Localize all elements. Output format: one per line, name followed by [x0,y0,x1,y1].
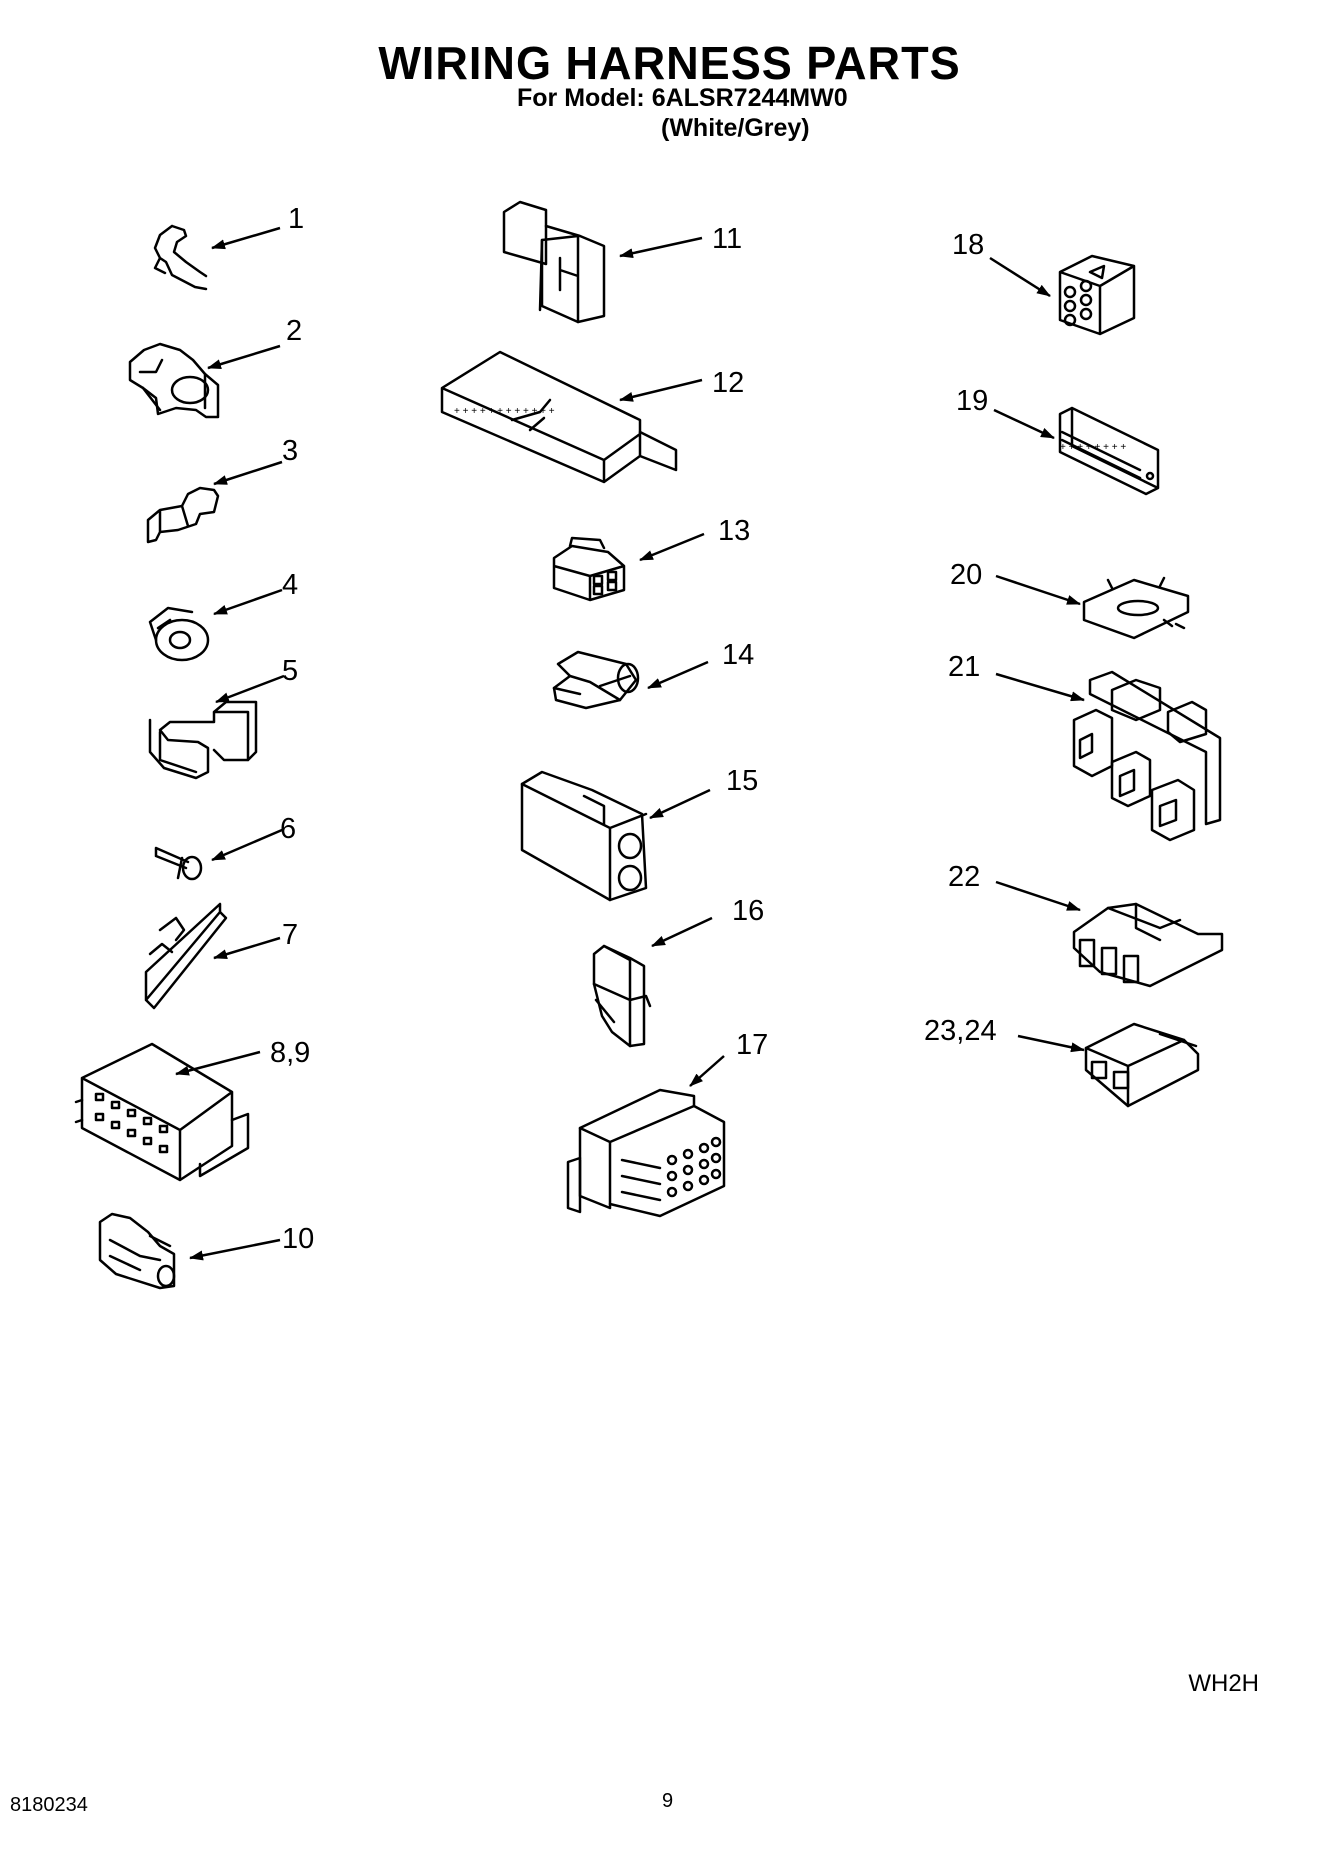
part-21: 21 [948,651,1222,842]
callout-arrow-4 [213,588,283,616]
callout-arrow-6 [211,828,283,862]
push-rivet-icon [154,846,203,881]
callout-arrow-23-24 [1017,1034,1085,1053]
callout-arrow-7 [213,936,281,960]
callout-label-18: 18 [952,229,984,261]
three-way-receptacle-icon [1072,902,1224,988]
triple-socket-icon [1072,670,1222,842]
part-23-24: 23,24 [924,1015,1200,1108]
color-line: (White/Grey) [661,114,810,142]
part-6: 6 [154,813,296,881]
callout-arrow-13 [639,532,705,562]
plug-housing-icon [502,200,606,324]
clip-icon [153,224,208,291]
part-18: 18 [952,229,1136,336]
small-connector-icon [552,536,626,602]
callout-arrow-15 [649,788,711,820]
diagram-code: WH2H [1188,1670,1259,1697]
callout-arrow-8-9 [175,1050,261,1076]
callout-label-22: 22 [948,861,980,893]
cable-clamp-icon [148,700,258,780]
part-13: 13 [552,515,750,602]
part-15: 15 [520,765,758,902]
callout-label-12: 12 [712,367,744,399]
document-number: 8180234 [10,1794,88,1816]
part-22: 22 [948,861,1224,988]
part-2: 2 [128,315,302,419]
page-number: 9 [662,1790,674,1812]
part-17: 17 [566,1029,768,1218]
six-pin-connector-icon [1058,254,1136,336]
callout-label-15: 15 [726,765,758,797]
callout-label-16: 16 [732,895,764,927]
part-3: 3 [146,435,298,544]
callout-arrow-17 [689,1055,725,1087]
cable-bushing-icon [148,606,210,662]
callout-arrow-19 [993,408,1055,440]
part-7: 7 [144,902,298,1010]
callout-arrow-2 [207,344,281,370]
callout-arrow-11 [619,236,703,259]
callout-arrow-22 [995,880,1081,912]
part-12: + + + + + + + + + + + + 12 [440,350,744,484]
part-11: 11 [502,200,742,324]
callout-arrow-12 [619,378,703,402]
part-10: 10 [98,1212,314,1290]
part-14: 14 [552,639,754,710]
callout-label-17: 17 [736,1029,768,1061]
callout-label-1: 1 [288,203,304,235]
callout-arrow-18 [989,256,1051,298]
callout-label-19: 19 [956,385,988,417]
callout-label-8-9: 8,9 [270,1037,310,1069]
part-19: + + + + + + + + 19 [956,385,1160,496]
terminal-strip-icon: + + + + + + + + + + + + [440,350,678,484]
callout-arrow-21 [995,672,1085,702]
callout-arrow-5 [215,674,285,704]
callout-arrow-16 [651,916,713,948]
model-line: For Model: 6ALSR7244MW0 [517,84,848,112]
callout-label-6: 6 [280,813,296,845]
part-8-9: 8,9 [74,1037,310,1182]
wire-clamp-icon [128,342,220,419]
spring-clip-icon [146,486,220,544]
svg-text:+ + + + + + + + + + + +: + + + + + + + + + + + + [454,406,555,417]
callout-label-5: 5 [282,655,298,687]
callout-arrow-1 [211,226,281,250]
terminal-connector-icon [98,1212,176,1290]
callout-arrow-3 [213,460,283,486]
callout-arrow-20 [995,574,1081,606]
tie-clip-icon [144,902,228,1010]
page-title: WIRING HARNESS PARTS [378,37,961,89]
callout-label-14: 14 [722,639,754,671]
callout-label-4: 4 [282,569,298,601]
part-4: 4 [148,569,298,662]
part-1: 1 [153,203,304,291]
part-5: 5 [148,655,298,780]
callout-arrow-10 [189,1238,281,1261]
part-16: 16 [592,895,764,1048]
svg-text:+ + + + + + + +: + + + + + + + + [1060,442,1126,453]
two-way-connector-icon [520,770,648,902]
callout-label-11: 11 [712,223,742,255]
callout-arrow-14 [647,660,709,690]
multi-pin-connector-icon [74,1042,250,1182]
dual-terminal-icon [1084,1022,1200,1108]
callout-label-3: 3 [282,435,298,467]
callout-label-10: 10 [282,1223,314,1255]
callout-label-13: 13 [718,515,750,547]
callout-label-7: 7 [282,919,298,951]
callout-label-2: 2 [286,315,302,347]
callout-label-20: 20 [950,559,982,591]
part-20: 20 [950,559,1190,640]
callout-label-21: 21 [948,651,980,683]
cable-sleeve-icon [552,650,640,710]
twelve-pin-connector-icon [566,1088,726,1218]
callout-label-23-24: 23,24 [924,1015,997,1047]
retainer-clip-icon [592,944,652,1048]
header-connector-icon: + + + + + + + + [1058,406,1160,496]
mounting-plate-icon [1082,576,1190,640]
